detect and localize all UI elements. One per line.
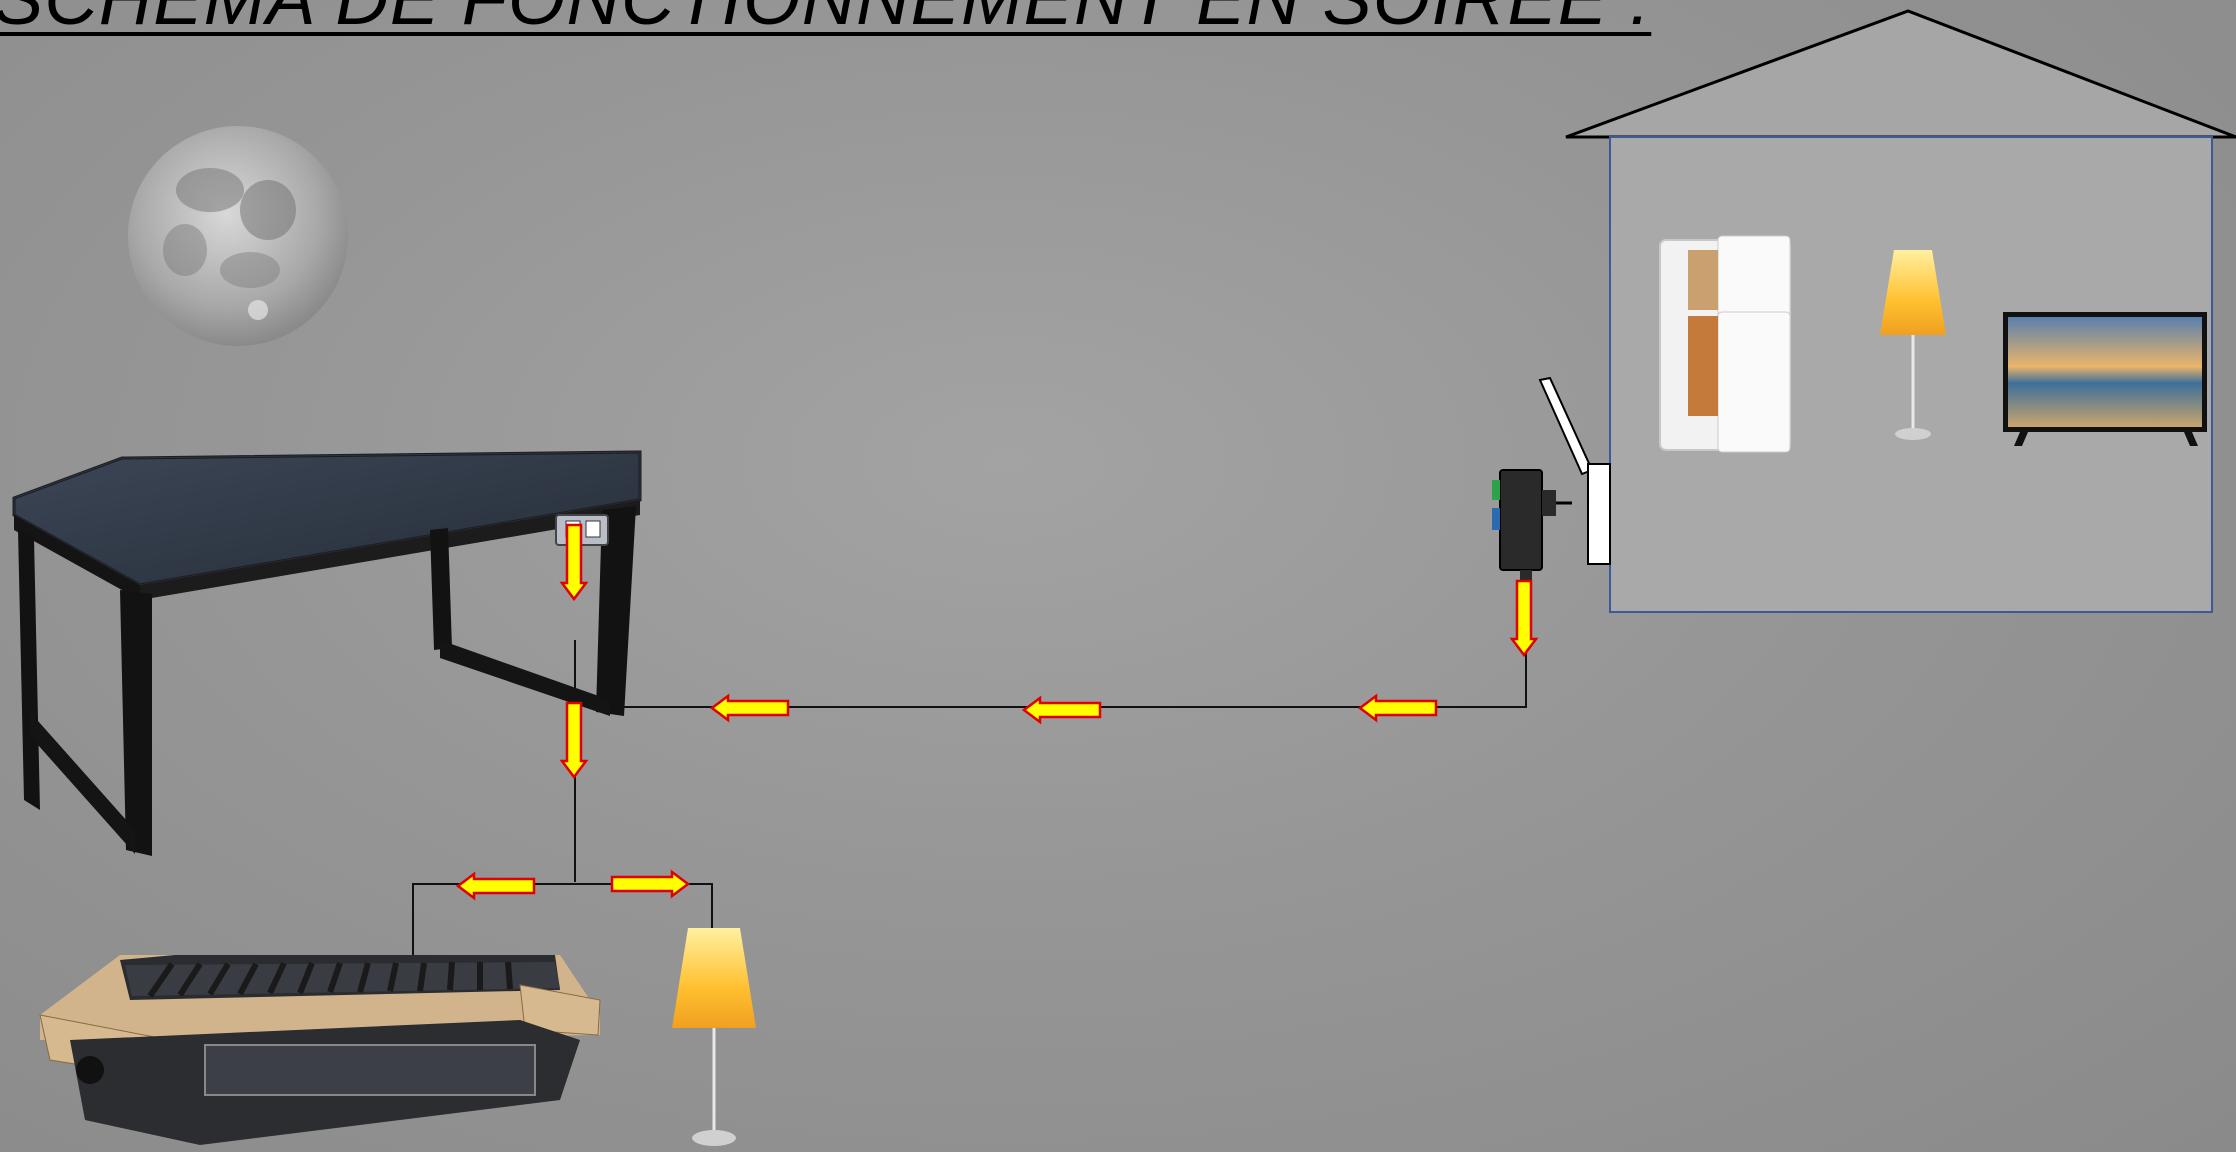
flow-arrow-left-icon: [1357, 693, 1438, 723]
page-title: SCHEMA DE FONCTIONNEMENT EN SOIREE :: [0, 0, 1651, 41]
grill-icon: [39, 955, 601, 1145]
flow-arrow-down-icon: [559, 701, 589, 780]
plug-adapter-icon: [1492, 469, 1572, 588]
flow-arrow-down-icon: [1509, 579, 1539, 658]
wall-socket-icon: [1538, 376, 1611, 565]
fridge-icon: [1659, 235, 1791, 453]
lamp-icon: [672, 928, 756, 1146]
flow-arrow-left-icon: [1021, 695, 1102, 725]
flow-arrow-left-icon: [709, 693, 790, 723]
flow-arrow-left-icon: [455, 871, 536, 901]
solar-table-icon: [12, 450, 642, 856]
tv-icon: [2003, 312, 2207, 446]
flow-arrows: [455, 523, 1539, 901]
moon-icon: [128, 126, 348, 346]
flow-arrow-right-icon: [610, 869, 691, 899]
lamp-icon: [1880, 250, 1946, 440]
flow-arrow-down-icon: [559, 523, 589, 602]
